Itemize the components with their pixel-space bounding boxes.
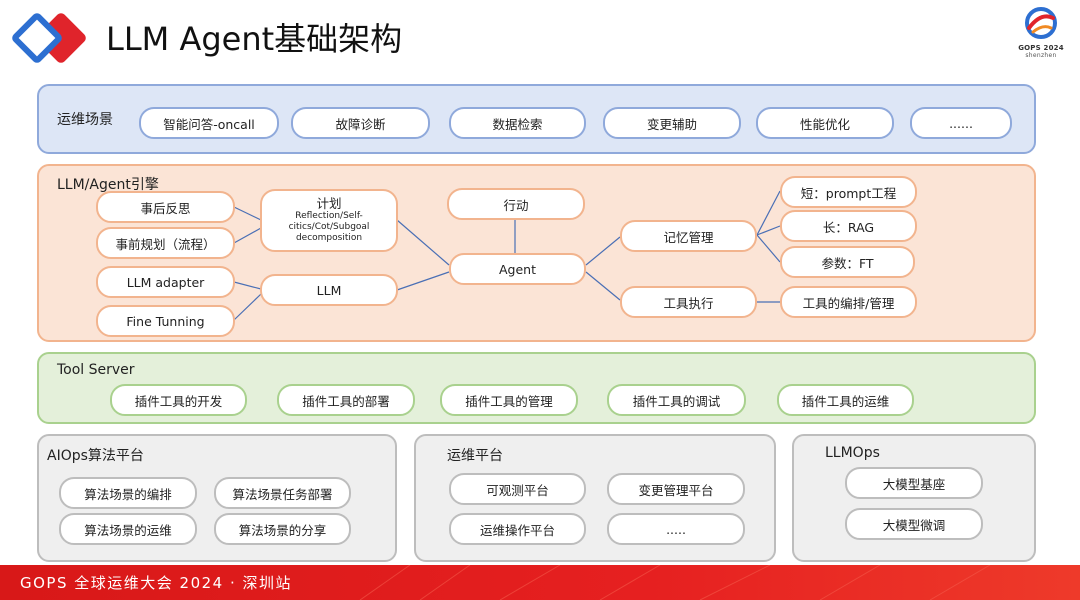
base-model: 大模型基座: [845, 467, 983, 499]
llm-adapter-node: LLM adapter: [96, 266, 235, 298]
scenario-more: ......: [910, 107, 1012, 139]
agent-node: Agent: [449, 253, 586, 285]
observability-platform: 可观测平台: [449, 473, 586, 505]
plugin-debug: 插件工具的调试: [607, 384, 746, 416]
model-finetune: 大模型微调: [845, 508, 983, 540]
plan-node-title: 计划: [316, 195, 342, 211]
param-memory-node: 参数：FT: [780, 246, 915, 278]
aiops-label: AIOps算法平台: [47, 448, 144, 464]
gops-logo-text: GOPS 2024: [1018, 44, 1064, 52]
gops-logo-icon: [1025, 7, 1057, 39]
tool-server-label: Tool Server: [57, 362, 135, 378]
llm-node: LLM: [260, 274, 398, 306]
ops-platform-more: .....: [607, 513, 745, 545]
page-title: LLM Agent基础架构: [106, 20, 403, 58]
plan-node-detail: Reflection/Self-citics/Cot/Subgoal decom…: [288, 210, 370, 243]
algo-task-deploy: 算法场景任务部署: [214, 477, 351, 509]
tool-exec-node: 工具执行: [620, 286, 757, 318]
plan-pre-node: 事前规划（流程）: [96, 227, 235, 259]
long-memory-node: 长：RAG: [780, 210, 917, 242]
tool-orchestration-node: 工具的编排/管理: [780, 286, 917, 318]
gops-logo: GOPS 2024 shenzhen: [1015, 6, 1067, 64]
scenario-oncall-qa: 智能问答-oncall: [139, 107, 279, 139]
plugin-manage: 插件工具的管理: [440, 384, 578, 416]
short-memory-node: 短：prompt工程: [780, 176, 917, 208]
plugin-ops: 插件工具的运维: [777, 384, 914, 416]
footer-text: GOPS 全球运维大会 2024 · 深圳站: [20, 574, 293, 592]
scenario-fault-diagnosis: 故障诊断: [291, 107, 430, 139]
action-node: 行动: [447, 188, 585, 220]
scenario-change-assist: 变更辅助: [603, 107, 741, 139]
change-mgmt-platform: 变更管理平台: [607, 473, 745, 505]
algo-ops: 算法场景的运维: [59, 513, 197, 545]
brand-logo: [10, 11, 92, 65]
footer-banner: GOPS 全球运维大会 2024 · 深圳站: [0, 565, 1080, 600]
plugin-deploy: 插件工具的部署: [277, 384, 415, 416]
engine-label: LLM/Agent引擎: [57, 177, 159, 193]
fine-tuning-node: Fine Tunning: [96, 305, 235, 337]
memory-node: 记忆管理: [620, 220, 757, 252]
plugin-develop: 插件工具的开发: [110, 384, 247, 416]
gops-logo-subtext: shenzhen: [1025, 52, 1057, 59]
ops-operation-platform: 运维操作平台: [449, 513, 586, 545]
scenario-performance: 性能优化: [756, 107, 894, 139]
plan-node: 计划 Reflection/Self-citics/Cot/Subgoal de…: [260, 189, 398, 252]
algo-orchestration: 算法场景的编排: [59, 477, 197, 509]
scenario-data-retrieval: 数据检索: [449, 107, 586, 139]
llmops-label: LLMOps: [825, 445, 880, 461]
footer-stripes: [359, 565, 991, 600]
ops-platform-label: 运维平台: [447, 448, 503, 464]
ops-scenarios-label: 运维场景: [57, 112, 113, 128]
algo-share: 算法场景的分享: [214, 513, 351, 545]
reflect-post-node: 事后反思: [96, 191, 235, 223]
